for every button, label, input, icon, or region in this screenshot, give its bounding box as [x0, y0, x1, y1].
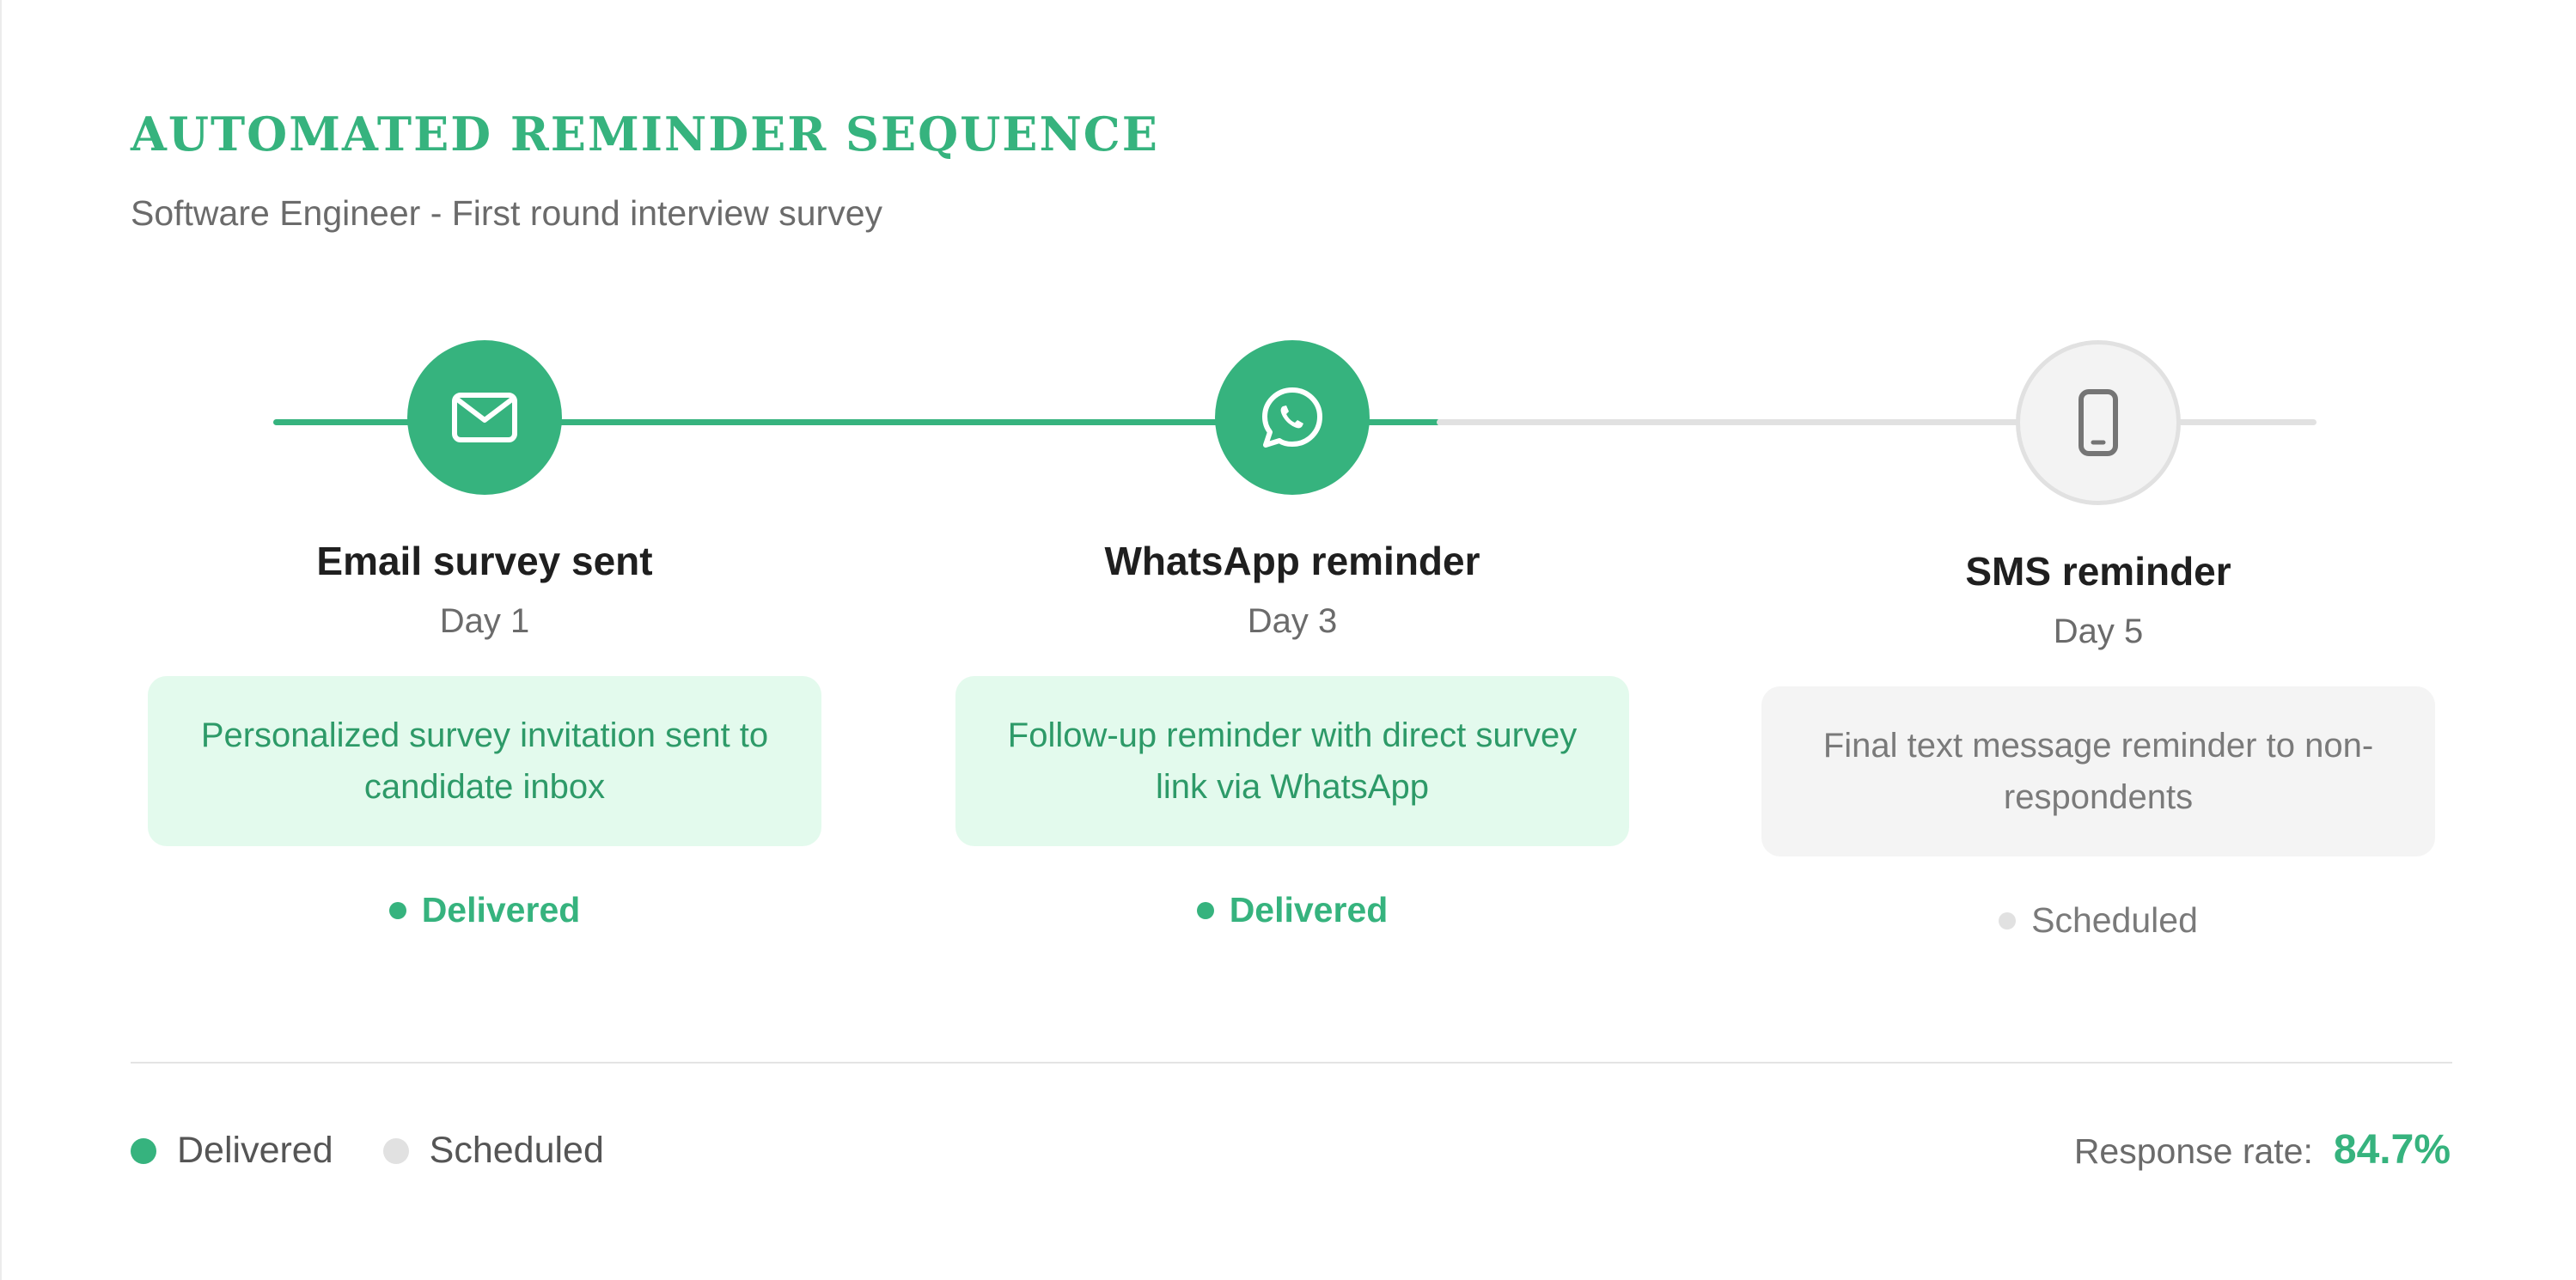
step-name: SMS reminder: [1965, 549, 2231, 594]
page-subtitle: Software Engineer - First round intervie…: [131, 193, 883, 233]
legend-dot-delivered: [131, 1137, 156, 1164]
page-title: AUTOMATED REMINDER SEQUENCE: [131, 107, 1159, 162]
step-day: Day 1: [439, 602, 530, 641]
mobile-phone-icon: [2079, 389, 2118, 456]
step-node-whatsapp: [1215, 340, 1370, 495]
whatsapp-icon: [1262, 387, 1322, 448]
status-label: Delivered: [421, 890, 581, 930]
timeline-step-sms[interactable]: SMS reminder Day 5 Final text message re…: [1761, 340, 2435, 942]
status-badge-delivered: Delivered: [148, 889, 821, 931]
step-day: Day 5: [2053, 613, 2144, 651]
step-description: Personalized survey invitation sent to c…: [200, 716, 769, 807]
step-description-card: Final text message reminder to non-respo…: [1761, 686, 2435, 857]
legend-label-scheduled: Scheduled: [429, 1130, 604, 1171]
status-label: Delivered: [1229, 890, 1389, 930]
step-node-email: [407, 340, 562, 495]
legend-item-scheduled: Scheduled: [382, 1129, 604, 1173]
step-name: Email survey sent: [316, 539, 653, 583]
status-label: Scheduled: [2031, 900, 2198, 941]
status-dot: [388, 901, 406, 919]
response-rate-value: 84.7%: [2333, 1127, 2451, 1173]
step-description-card: Follow-up reminder with direct survey li…: [955, 676, 1629, 847]
divider: [131, 1062, 2452, 1064]
response-rate: Response rate: 84.7%: [2074, 1125, 2451, 1175]
progress-track-remaining: [1437, 419, 2317, 425]
status-badge-delivered: Delivered: [955, 889, 1629, 931]
step-name: WhatsApp reminder: [1104, 539, 1480, 583]
status-dot: [1999, 911, 2017, 930]
timeline-step-whatsapp[interactable]: WhatsApp reminder Day 3 Follow-up remind…: [955, 340, 1629, 931]
status-dot: [1196, 901, 1214, 919]
step-day: Day 3: [1247, 602, 1338, 641]
legend: Delivered Scheduled: [131, 1129, 654, 1173]
legend-item-delivered: Delivered: [131, 1129, 333, 1173]
mail-icon: [452, 393, 517, 442]
step-node-sms: [2016, 340, 2181, 505]
step-description-card: Personalized survey invitation sent to c…: [148, 676, 821, 847]
legend-label-delivered: Delivered: [177, 1130, 333, 1171]
progress-track-completed: [273, 419, 1440, 425]
legend-dot-scheduled: [382, 1137, 409, 1164]
status-badge-scheduled: Scheduled: [1761, 899, 2435, 942]
step-description: Final text message reminder to non-respo…: [1822, 727, 2374, 817]
response-rate-label: Response rate:: [2073, 1131, 2313, 1171]
step-description: Follow-up reminder with direct survey li…: [1007, 716, 1578, 807]
timeline-step-email[interactable]: Email survey sent Day 1 Personalized sur…: [148, 340, 821, 931]
